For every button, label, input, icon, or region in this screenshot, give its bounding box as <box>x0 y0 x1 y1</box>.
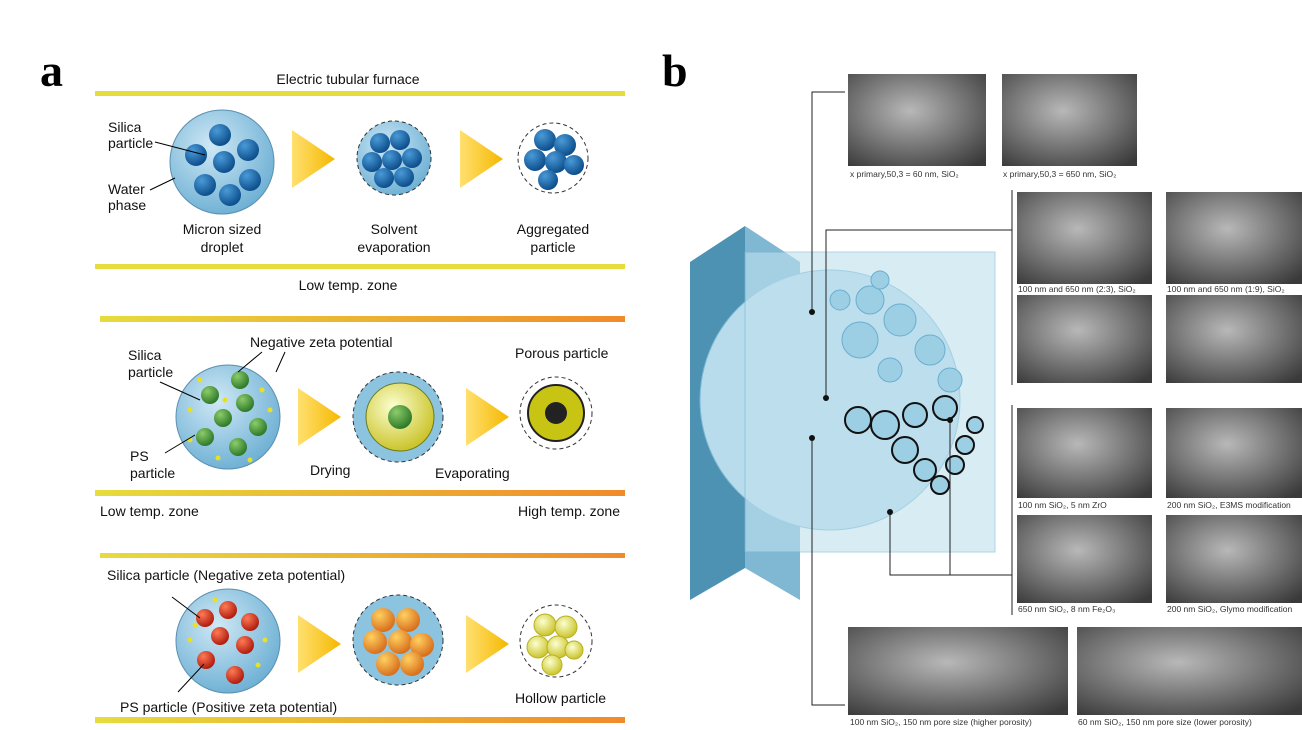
caption: 650 nm SiO₂, 8 nm Fe₂O₃ <box>1018 604 1115 614</box>
furnace-title: Electric tubular furnace <box>276 71 419 87</box>
caption: 200 nm SiO₂, Glymo modification <box>1167 604 1292 614</box>
caption: 100 nm SiO₂, 5 nm ZrO <box>1018 500 1107 510</box>
gradient-bar-bottom <box>95 490 625 496</box>
silica-particles <box>185 124 261 206</box>
silica2-label-1: Silica <box>128 347 162 363</box>
step2-label-1: Solvent <box>371 221 418 237</box>
sem-captions: x primary,50,3 = 60 nm, SiO₂ x primary,5… <box>850 169 1292 727</box>
high-zone-label: High temp. zone <box>518 503 620 519</box>
furnace-bar-top <box>95 91 625 96</box>
arrow-3 <box>298 388 341 446</box>
step2-label-2: evaporation <box>357 239 430 255</box>
step1-label-1: Micron sized <box>183 221 262 237</box>
panel-a-label: a <box>40 45 63 96</box>
silica-label-1: Silica <box>108 119 142 135</box>
ps3-label: PS particle (Positive zeta potential) <box>120 699 337 715</box>
gradient-bar-top <box>100 316 625 322</box>
row-1-low-temp: Electric tubular furnace Silica particle… <box>95 71 625 293</box>
negative-zeta-label: Negative zeta potential <box>250 334 392 350</box>
water-label-1: Water <box>108 181 145 197</box>
low-zone-label-2: Low temp. zone <box>100 503 199 519</box>
step3-label-1: Aggregated <box>517 221 589 237</box>
low-zone-label: Low temp. zone <box>299 277 398 293</box>
hollow-label: Hollow particle <box>515 690 606 706</box>
aggregated-shell <box>517 122 589 194</box>
caption: 100 nm and 650 nm (1:9), SiO₂ <box>1167 284 1285 294</box>
row-2-porous: Negative zeta potential Silica particle … <box>95 316 625 519</box>
arrow-2 <box>460 130 503 188</box>
furnace-bar-bottom <box>95 264 625 269</box>
caption: 100 nm and 650 nm (2:3), SiO₂ <box>1018 284 1136 294</box>
silica-pointer <box>154 141 206 156</box>
water-pointer <box>149 177 176 191</box>
step3-label-2: particle <box>530 239 575 255</box>
porous-label: Porous particle <box>515 345 609 361</box>
sem-images <box>848 74 1302 715</box>
caption: 60 nm SiO₂, 150 nm pore size (lower poro… <box>1078 717 1252 727</box>
row-3-hollow: Silica particle (Negative zeta potential… <box>95 553 625 723</box>
caption: x primary,50,3 = 650 nm, SiO₂ <box>1003 169 1116 179</box>
silica2-label-2: particle <box>128 364 173 380</box>
panel-b-label: b <box>662 45 688 96</box>
silica-label-2: particle <box>108 135 153 151</box>
step1-label-2: droplet <box>201 239 244 255</box>
ps-label-2: particle <box>130 465 175 481</box>
arrow-4 <box>466 388 509 446</box>
silica3-label: Silica particle (Negative zeta potential… <box>107 567 345 583</box>
arrow-1 <box>292 130 335 188</box>
water-label-2: phase <box>108 197 146 213</box>
caption: 100 nm SiO₂, 150 nm pore size (higher po… <box>850 717 1032 727</box>
ps-label-1: PS <box>130 448 149 464</box>
caption: 200 nm SiO₂, E3MS modification <box>1167 500 1291 510</box>
drying-label: Drying <box>310 462 350 478</box>
evaporating-label: Evaporating <box>435 465 510 481</box>
caption: x primary,50,3 = 60 nm, SiO₂ <box>850 169 959 179</box>
particle-cube-schematic <box>690 91 1013 706</box>
